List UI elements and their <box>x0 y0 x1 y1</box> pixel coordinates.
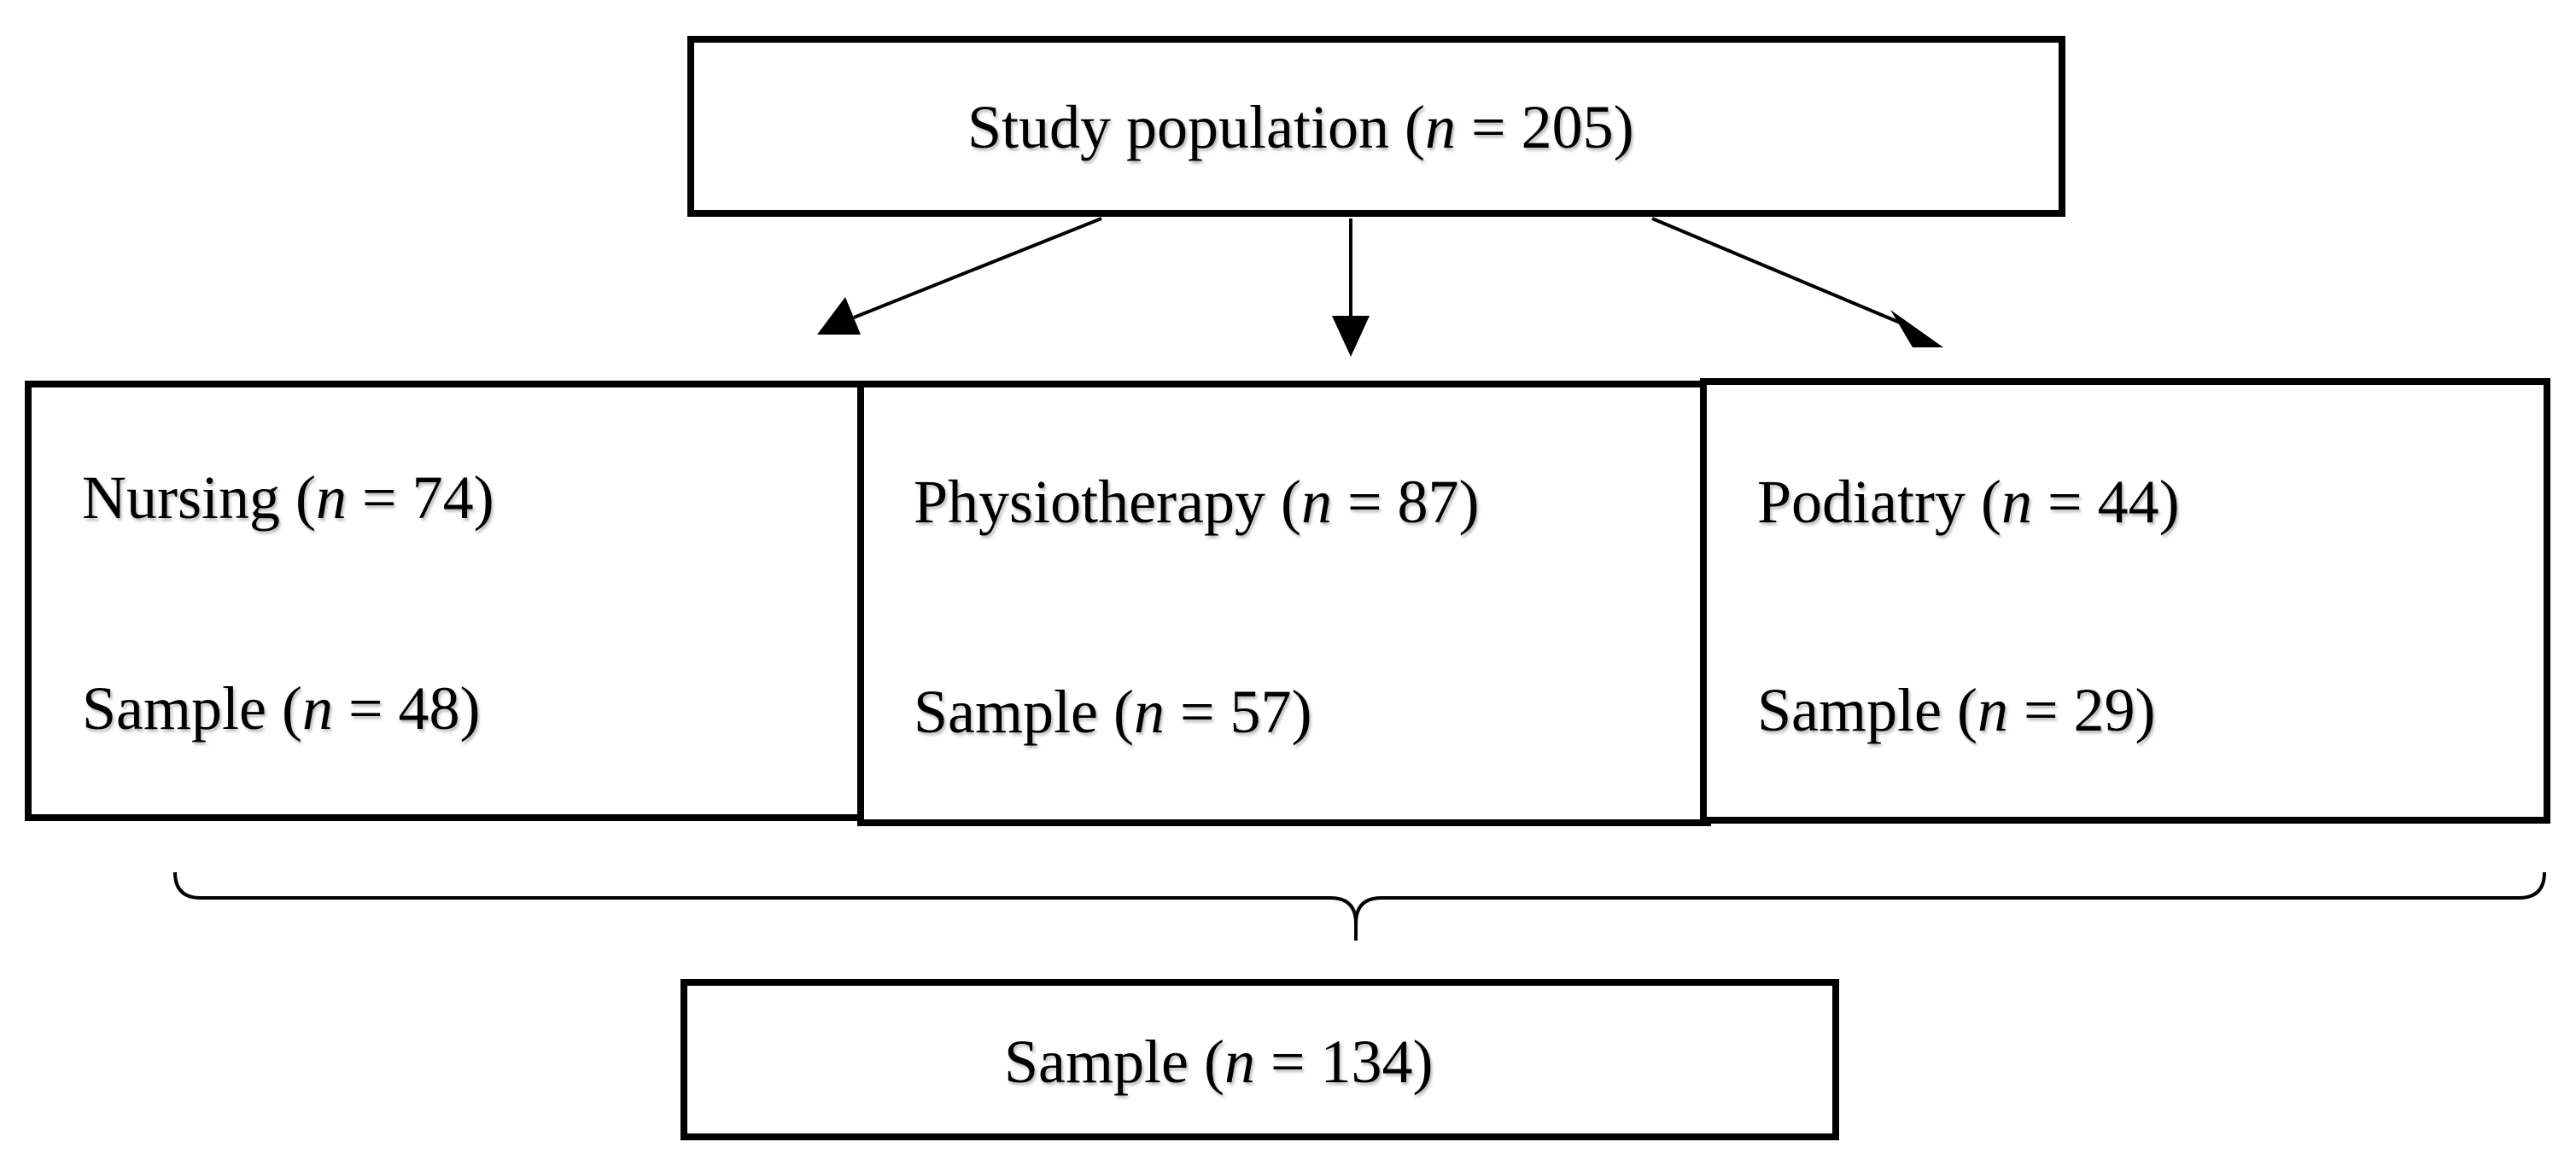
podiatry-count-label: Podiatry (n = 44) <box>1757 468 2180 536</box>
physiotherapy-box <box>857 381 1711 826</box>
arrow-to-physio-head <box>1332 316 1370 357</box>
total-sample-box <box>681 979 1839 1140</box>
nursing-count-label: Nursing (n = 74) <box>82 463 494 532</box>
nursing-sample-label: Sample (n = 48) <box>82 674 481 743</box>
arrow-to-nursing-line <box>853 217 1102 319</box>
podiatry-box <box>1700 378 2550 824</box>
arrow-to-nursing-head <box>817 297 861 335</box>
podiatry-sample-label: Sample (n = 29) <box>1757 676 2156 744</box>
physiotherapy-sample-label: Sample (n = 57) <box>914 678 1312 746</box>
physiotherapy-count-label: Physiotherapy (n = 87) <box>914 468 1480 536</box>
grouping-brace <box>173 871 2546 941</box>
total-sample-label: Sample (n = 134) <box>1004 1028 1434 1096</box>
nursing-box <box>25 381 872 821</box>
study-population-box <box>687 36 2065 217</box>
arrow-to-podiatry-head <box>1890 310 1943 347</box>
arrow-to-podiatry-line <box>1651 217 1905 326</box>
study-population-label: Study population (n = 205) <box>967 93 1634 161</box>
